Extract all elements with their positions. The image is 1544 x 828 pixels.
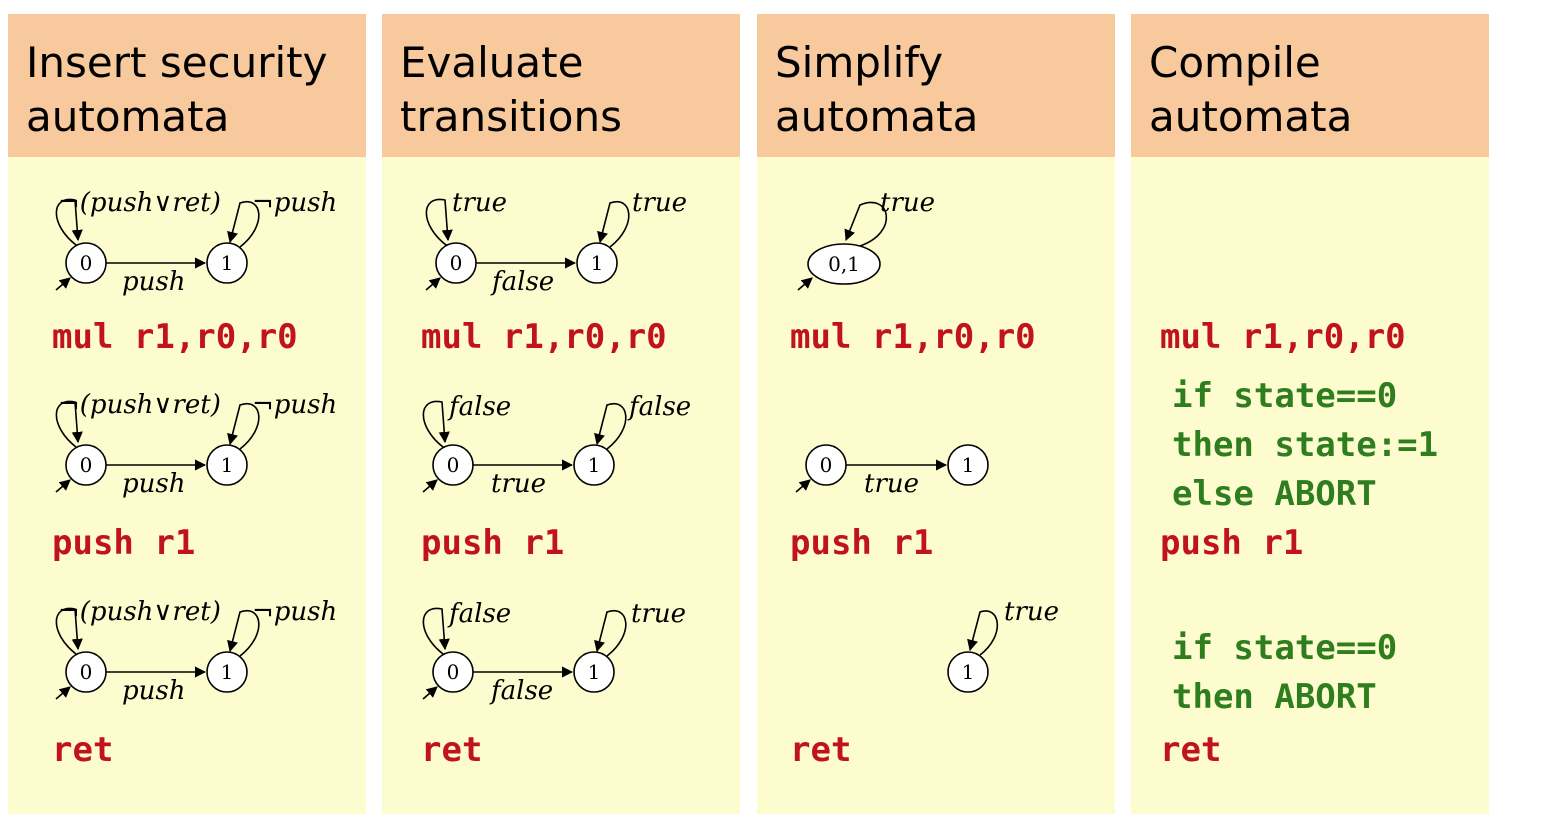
merged-state-automaton: 0,1 true bbox=[797, 188, 935, 291]
svg-text:¬(push∨ret): ¬(push∨ret) bbox=[58, 390, 221, 420]
column-title: Evaluate transitions bbox=[400, 38, 622, 141]
code-push: push r1 bbox=[1160, 523, 1304, 563]
column-simplify: Simplify automata bbox=[757, 14, 1115, 814]
code-push: push r1 bbox=[421, 523, 565, 563]
svg-text:false: false bbox=[490, 267, 554, 297]
code-mul: mul r1,r0,r0 bbox=[790, 317, 1036, 357]
svg-text:false: false bbox=[447, 599, 511, 629]
column-evaluate: Evaluate transitions bbox=[382, 14, 740, 814]
state-label: 0 bbox=[80, 251, 93, 275]
svg-text:0: 0 bbox=[80, 660, 93, 684]
svg-text:false: false bbox=[627, 392, 691, 422]
svg-text:false: false bbox=[447, 392, 511, 422]
column-compile: Compile automata bbox=[1131, 14, 1489, 814]
column-title: Simplify automata bbox=[775, 38, 979, 141]
svg-text:0: 0 bbox=[447, 660, 460, 684]
column-header: Insert security automata bbox=[8, 14, 366, 157]
column-header: Simplify automata bbox=[757, 14, 1115, 157]
svg-text:¬(push∨ret): ¬(push∨ret) bbox=[58, 597, 221, 627]
column-header: Evaluate transitions bbox=[382, 14, 740, 157]
code-mul: mul r1,r0,r0 bbox=[421, 317, 667, 357]
code-else: else ABORT bbox=[1172, 474, 1377, 514]
svg-text:false: false bbox=[489, 676, 553, 706]
svg-text:1: 1 bbox=[221, 453, 234, 477]
svg-text:true: true bbox=[452, 188, 507, 218]
column-title: Insert security automata bbox=[26, 38, 328, 141]
svg-text:1: 1 bbox=[588, 660, 601, 684]
svg-text:push: push bbox=[122, 676, 185, 706]
code-mul: mul r1,r0,r0 bbox=[1160, 317, 1406, 357]
svg-text:0: 0 bbox=[820, 453, 833, 477]
state-node bbox=[206, 242, 248, 284]
svg-text:1: 1 bbox=[221, 660, 234, 684]
svg-text:true: true bbox=[1004, 597, 1059, 627]
code-ret: ret bbox=[790, 730, 852, 770]
svg-text:true: true bbox=[880, 188, 935, 218]
svg-text:1: 1 bbox=[962, 660, 975, 684]
loop-label: ¬(push∨ret) bbox=[58, 188, 221, 218]
svg-text:0: 0 bbox=[447, 453, 460, 477]
code-push: push r1 bbox=[790, 523, 934, 563]
svg-text:1: 1 bbox=[588, 453, 601, 477]
code-then-abort: then ABORT bbox=[1172, 677, 1377, 717]
svg-text:¬push: ¬push bbox=[252, 597, 337, 627]
code-mul: mul r1,r0,r0 bbox=[52, 317, 298, 357]
code-ret: ret bbox=[421, 730, 483, 770]
svg-text:true: true bbox=[631, 599, 686, 629]
two-state-automaton: 0 1 true bbox=[795, 444, 989, 499]
svg-text:¬push: ¬push bbox=[252, 390, 337, 420]
state-label: 1 bbox=[221, 251, 234, 275]
svg-text:0,1: 0,1 bbox=[828, 252, 860, 276]
code-if: if state==0 bbox=[1172, 376, 1398, 416]
code-if: if state==0 bbox=[1172, 628, 1398, 668]
column-header: Compile automata bbox=[1131, 14, 1489, 157]
code-ret: ret bbox=[1160, 730, 1222, 770]
svg-text:push: push bbox=[122, 469, 185, 499]
single-state-automaton: 1 true bbox=[947, 597, 1059, 693]
column-title: Compile automata bbox=[1149, 38, 1353, 141]
code-ret: ret bbox=[52, 730, 114, 770]
svg-text:0: 0 bbox=[80, 453, 93, 477]
svg-text:true: true bbox=[491, 469, 546, 499]
code-push: push r1 bbox=[52, 523, 196, 563]
svg-text:true: true bbox=[864, 469, 919, 499]
code-then: then state:=1 bbox=[1172, 425, 1439, 465]
loop-label: ¬push bbox=[252, 188, 337, 218]
svg-text:1: 1 bbox=[962, 453, 975, 477]
svg-text:1: 1 bbox=[591, 251, 604, 275]
edge-label: push bbox=[122, 267, 185, 297]
svg-text:0: 0 bbox=[450, 251, 463, 275]
svg-text:true: true bbox=[632, 188, 687, 218]
